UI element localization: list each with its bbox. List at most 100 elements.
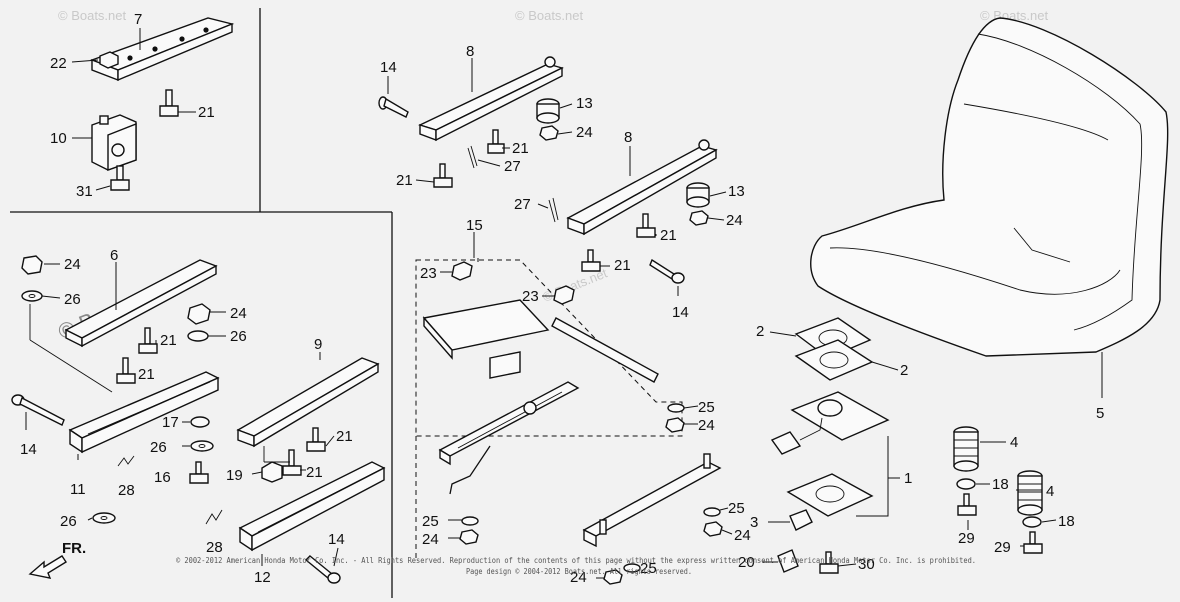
part-24-nut bbox=[21, 255, 43, 275]
part-27-clip bbox=[548, 197, 559, 223]
callout-23: 23 bbox=[522, 288, 539, 305]
callout-24: 24 bbox=[726, 212, 743, 229]
part-26-washer bbox=[187, 330, 209, 342]
part-23-nut bbox=[553, 285, 575, 305]
callout-25: 25 bbox=[422, 513, 439, 530]
part-21-bolt bbox=[159, 89, 179, 117]
callout-14: 14 bbox=[380, 59, 397, 76]
part-13-damper bbox=[686, 182, 710, 208]
watermark: © Boats.net bbox=[58, 8, 127, 23]
callout-7: 7 bbox=[134, 11, 142, 28]
callout-23: 23 bbox=[420, 265, 437, 282]
callout-24: 24 bbox=[698, 417, 715, 434]
callout-19: 19 bbox=[226, 467, 243, 484]
callout-10: 10 bbox=[50, 130, 67, 147]
part-20-clip bbox=[777, 549, 799, 573]
part-30-bolt bbox=[819, 551, 839, 574]
callout-21: 21 bbox=[138, 366, 155, 383]
copyright-footer: © 2002-2012 American Honda Motor Co. Inc… bbox=[176, 556, 976, 576]
callout-26: 26 bbox=[60, 513, 77, 530]
copyright-line-2: Page design © 2004-2012 Boats.net. All r… bbox=[466, 567, 692, 576]
part-21-bolt bbox=[116, 357, 136, 384]
part-25-washer bbox=[461, 516, 479, 526]
section-frame bbox=[10, 8, 393, 598]
part-5-seat bbox=[810, 17, 1169, 357]
callout-11: 11 bbox=[70, 481, 86, 498]
part-14-pin bbox=[378, 96, 409, 118]
callout-2: 2 bbox=[900, 362, 908, 379]
callout-21: 21 bbox=[306, 464, 323, 481]
callout-13: 13 bbox=[576, 95, 593, 112]
part-21-bolt bbox=[487, 129, 505, 154]
callout-8: 8 bbox=[466, 43, 474, 60]
callout-13: 13 bbox=[728, 183, 745, 200]
part-24-nut bbox=[187, 303, 211, 325]
part-28-clip bbox=[205, 509, 223, 525]
part-13-damper bbox=[536, 98, 560, 124]
callout-24: 24 bbox=[422, 531, 439, 548]
part-1-switch-plate bbox=[770, 391, 890, 517]
part-24-nut bbox=[603, 569, 623, 585]
callout-26: 26 bbox=[230, 328, 247, 345]
part-26-washer bbox=[21, 290, 43, 302]
part-28-clip bbox=[117, 455, 135, 467]
part-23-nut bbox=[451, 261, 473, 281]
part-26-washer bbox=[92, 512, 116, 524]
callout-24: 24 bbox=[570, 569, 587, 586]
callout-5: 5 bbox=[1096, 405, 1104, 422]
callout-21: 21 bbox=[512, 140, 529, 157]
part-26-washer bbox=[190, 440, 214, 452]
part-24-nut bbox=[689, 210, 709, 226]
part-19-clamp bbox=[261, 461, 283, 483]
front-direction-label: FR. bbox=[62, 540, 86, 557]
part-7-bracket bbox=[89, 17, 235, 82]
callout-20: 20 bbox=[738, 554, 755, 571]
part-31-bolt bbox=[110, 165, 130, 191]
callout-21: 21 bbox=[660, 227, 677, 244]
callout-29: 29 bbox=[958, 530, 975, 547]
part-25-washer bbox=[703, 507, 721, 517]
part-11-slide-rail bbox=[68, 371, 220, 454]
callout-22: 22 bbox=[50, 55, 67, 72]
callout-17: 17 bbox=[162, 414, 179, 431]
callout-27: 27 bbox=[514, 196, 531, 213]
part-25-washer bbox=[667, 403, 685, 413]
part-27-clip bbox=[467, 145, 478, 169]
copyright-line-1: © 2002-2012 American Honda Motor Co. Inc… bbox=[176, 556, 976, 565]
part-14-pin bbox=[304, 555, 341, 584]
callout-21: 21 bbox=[614, 257, 631, 274]
watermark: © Boats.net bbox=[515, 8, 584, 23]
part-16-bolt bbox=[189, 461, 209, 484]
callout-31: 31 bbox=[76, 183, 93, 200]
part-25-washer bbox=[623, 563, 641, 573]
callout-26: 26 bbox=[64, 291, 81, 308]
front-direction-arrow: FR. bbox=[28, 540, 86, 579]
callout-24: 24 bbox=[734, 527, 751, 544]
callout-18: 18 bbox=[1058, 513, 1075, 530]
callout-21: 21 bbox=[160, 332, 177, 349]
callout-8: 8 bbox=[624, 129, 632, 146]
part-3-bracket bbox=[789, 509, 813, 531]
callout-14: 14 bbox=[328, 531, 345, 548]
part-21-bolt bbox=[282, 449, 302, 476]
callout-6: 6 bbox=[110, 247, 118, 264]
part-24-nut bbox=[703, 521, 723, 537]
part-21-bolt bbox=[581, 249, 601, 272]
callout-14: 14 bbox=[672, 304, 689, 321]
part-2-gasket-lower bbox=[794, 339, 874, 381]
callout-14: 14 bbox=[20, 441, 37, 458]
callout-24: 24 bbox=[576, 124, 593, 141]
part-9-plate bbox=[236, 357, 380, 448]
callout-21: 21 bbox=[198, 104, 215, 121]
part-12-slide-rail bbox=[238, 461, 386, 552]
callout-29: 29 bbox=[994, 539, 1011, 556]
callout-4: 4 bbox=[1046, 483, 1054, 500]
part-21-bolt bbox=[433, 163, 453, 188]
leader-lines bbox=[25, 28, 1103, 579]
part-21-bolt bbox=[306, 427, 326, 452]
callout-18: 18 bbox=[992, 476, 1009, 493]
part-21-bolt bbox=[636, 213, 656, 238]
part-4-spring bbox=[953, 426, 979, 472]
part-29-bolt bbox=[1023, 531, 1043, 554]
callout-21: 21 bbox=[336, 428, 353, 445]
